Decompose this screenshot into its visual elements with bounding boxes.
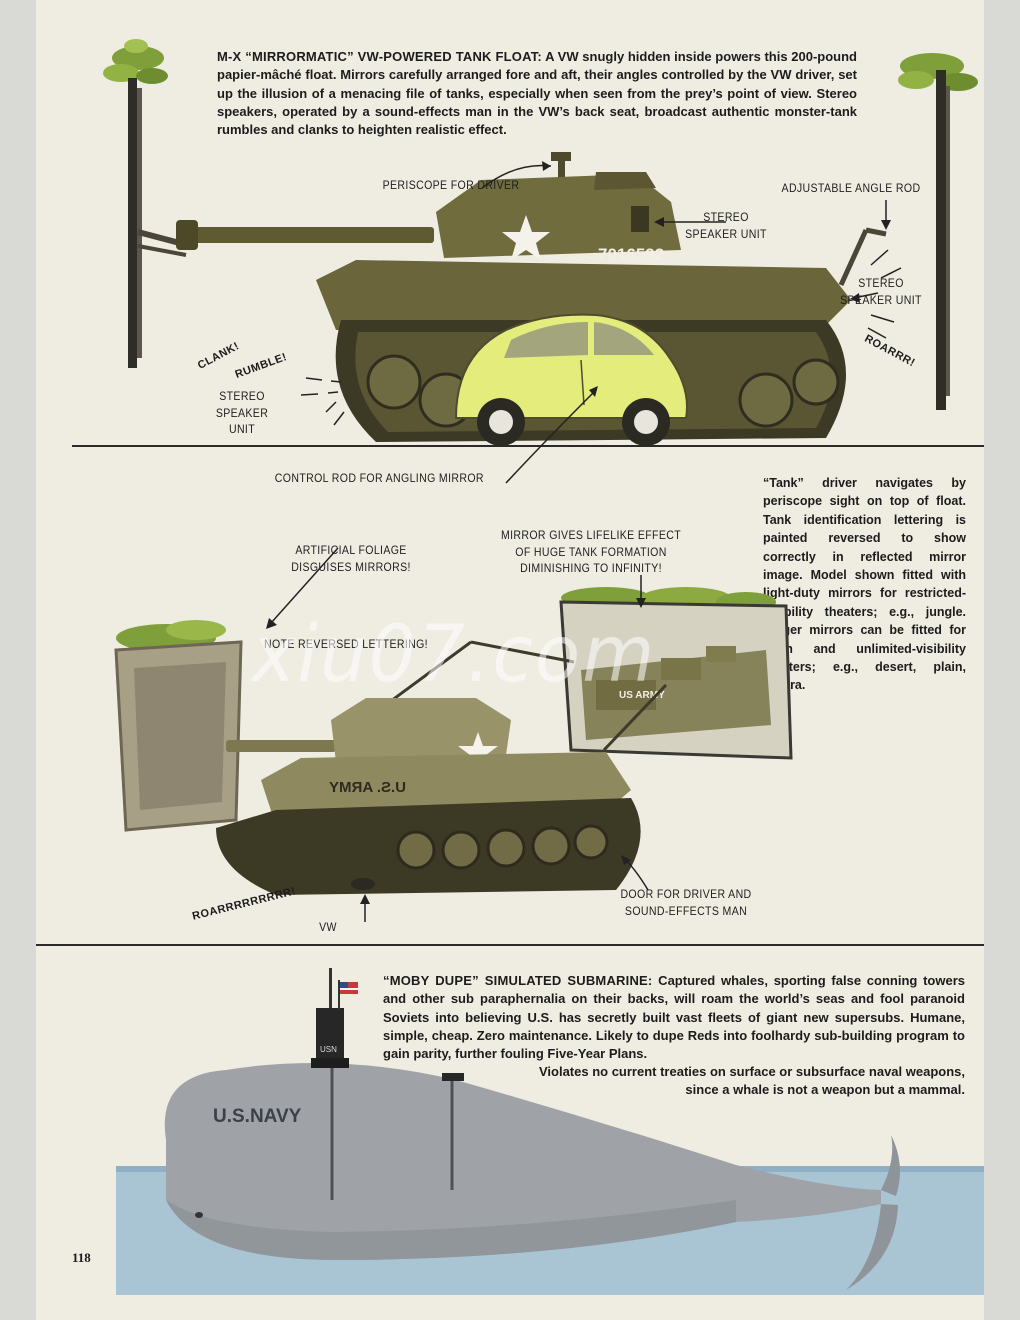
page-number: 118 [72, 1250, 91, 1265]
front-tank-cannon [226, 740, 336, 752]
whale: U.S.NAVY [164, 1062, 900, 1290]
submarine-paragraph: “MOBY DUPE” SIMULATED SUBMARINE: Capture… [383, 972, 965, 1063]
label-stereo-left: STEREO SPEAKER UNIT [215, 389, 269, 436]
tank-float-body: A VW snugly hidden inside powers this 20… [217, 49, 857, 138]
label-stereo-right: STEREO SPEAKER UNIT [840, 276, 922, 307]
mirror-lettering: US ARMY [619, 690, 665, 701]
left-mirror-post [103, 39, 168, 368]
right-mirror-post [898, 53, 978, 410]
flag-icon [340, 982, 358, 994]
front-mirror [114, 620, 243, 832]
submarine-title: “MOBY DUPE” SIMULATED SUBMARINE: [383, 973, 653, 988]
label-reversed-lettering: NOTE REVERSED LETTERING! [264, 637, 428, 651]
front-tank-star [458, 732, 498, 770]
conning-tower: USN [311, 968, 349, 1200]
tank-serial-number: 7016592 [598, 245, 664, 264]
watermark: xiu07.com [251, 610, 657, 700]
reversed-lettering: U.S. ARMY [329, 779, 406, 796]
label-artificial-foliage: ARTIFICIAL FOLIAGE DISGUISES MIRRORS! [291, 543, 411, 574]
label-adjustable-rod: ADJUSTABLE ANGLE ROD [781, 181, 921, 195]
stereo-speaker-grille [631, 206, 649, 232]
submarine-body: Captured whales, sporting false conning … [383, 973, 965, 1062]
reflection-mirror: US ARMY [559, 587, 793, 760]
magazine-page: M-X “MIRRORMATIC” VW-POWERED TANK FLOAT:… [36, 0, 984, 1320]
periscope-icon [442, 1073, 464, 1190]
left-foliage [103, 39, 168, 84]
label-periscope: PERISCOPE FOR DRIVER [382, 178, 520, 192]
label-stereo-top: STEREO SPEAKER UNIT [685, 210, 767, 241]
label-vw: VW [319, 920, 337, 934]
tank-cannon [184, 227, 434, 243]
section-divider [36, 944, 984, 946]
front-tank: U.S. ARMY [216, 698, 641, 895]
tower-lettering: USN [320, 1045, 337, 1054]
turret-star [502, 215, 550, 260]
tank-float-paragraph: M-X “MIRRORMATIC” VW-POWERED TANK FLOAT:… [217, 48, 857, 139]
sound-lines [300, 249, 902, 426]
tank-turret [436, 174, 681, 258]
tank-hull [316, 260, 851, 330]
tank-float-illustration: 7016592 [72, 152, 984, 484]
submarine-paragraph-end: Violates no current treaties on surface … [538, 1064, 965, 1098]
vw-beetle [454, 313, 688, 446]
label-mirror-effect: MIRROR GIVES LIFELIKE EFFECT OF HUGE TAN… [500, 528, 682, 575]
sidebar-paragraph: “Tank” driver navigates by periscope sig… [763, 476, 966, 692]
label-door: DOOR FOR DRIVER AND SOUND-EFFECTS MAN [620, 887, 752, 918]
tank-float-title: M-X “MIRRORMATIC” VW-POWERED TANK FLOAT: [217, 49, 542, 64]
submarine-illustration: U.S.NAVY USN [116, 968, 984, 1295]
label-control-rod: CONTROL ROD FOR ANGLING MIRROR [274, 471, 484, 485]
whale-lettering: U.S.NAVY [213, 1106, 302, 1127]
mirror-scene-illustration: US ARMY U.S. ARMY [114, 547, 793, 922]
